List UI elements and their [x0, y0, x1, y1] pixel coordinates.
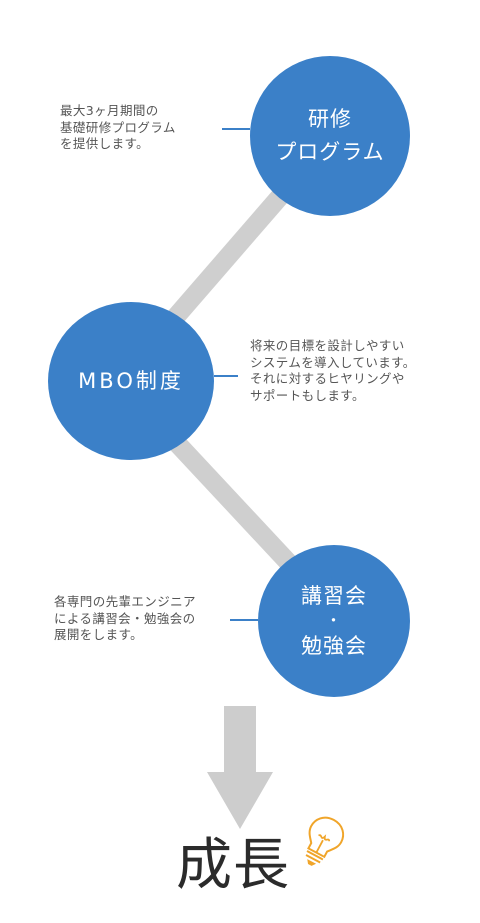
- study-title-line2: 勉強会: [301, 633, 367, 658]
- down-arrow-icon: [207, 706, 273, 829]
- path-segment-1: [152, 178, 298, 342]
- training-desc-line: を提供します。: [60, 136, 150, 151]
- study-connector: [230, 619, 258, 621]
- study-session-node: 講習会 ・ 勉強会: [258, 545, 410, 697]
- mbo-description: 将来の目標を設計しやすい システムを導入しています。 それに対するヒヤリングや …: [250, 338, 416, 404]
- lightbulb-icon: [305, 816, 345, 866]
- growth-label: 成長: [176, 833, 290, 898]
- study-description: 各専門の先輩エンジニア による講習会・勉強会の 展開をします。: [54, 594, 196, 644]
- training-desc-line: 最大3ヶ月期間の: [60, 103, 159, 118]
- study-title-separator: ・: [325, 611, 343, 631]
- mbo-system-node: MBO制度: [48, 302, 214, 460]
- mbo-connector: [214, 375, 238, 377]
- mbo-desc-line: システムを導入しています。: [250, 354, 416, 370]
- study-desc-line: 各専門の先輩エンジニア: [54, 594, 196, 609]
- training-desc-line: 基礎研修プログラム: [60, 119, 176, 135]
- study-desc-line: による講習会・勉強会の: [54, 610, 196, 626]
- mbo-desc-line: それに対するヒヤリングや: [250, 371, 405, 386]
- mbo-desc-line: 将来の目標を設計しやすい: [250, 338, 405, 353]
- mbo-title: MBO制度: [78, 368, 184, 393]
- path-segment-2: [153, 418, 307, 582]
- study-desc-line: 展開をします。: [54, 627, 144, 642]
- study-title-line1: 講習会: [301, 583, 367, 608]
- training-program-node: 研修 プログラム: [250, 56, 410, 216]
- mbo-desc-line: サポートもします。: [250, 387, 365, 403]
- training-description: 最大3ヶ月期間の 基礎研修プログラム を提供します。: [60, 103, 176, 153]
- training-title-line1: 研修: [308, 107, 352, 132]
- training-connector: [222, 128, 250, 130]
- training-title-line2: プログラム: [275, 140, 385, 164]
